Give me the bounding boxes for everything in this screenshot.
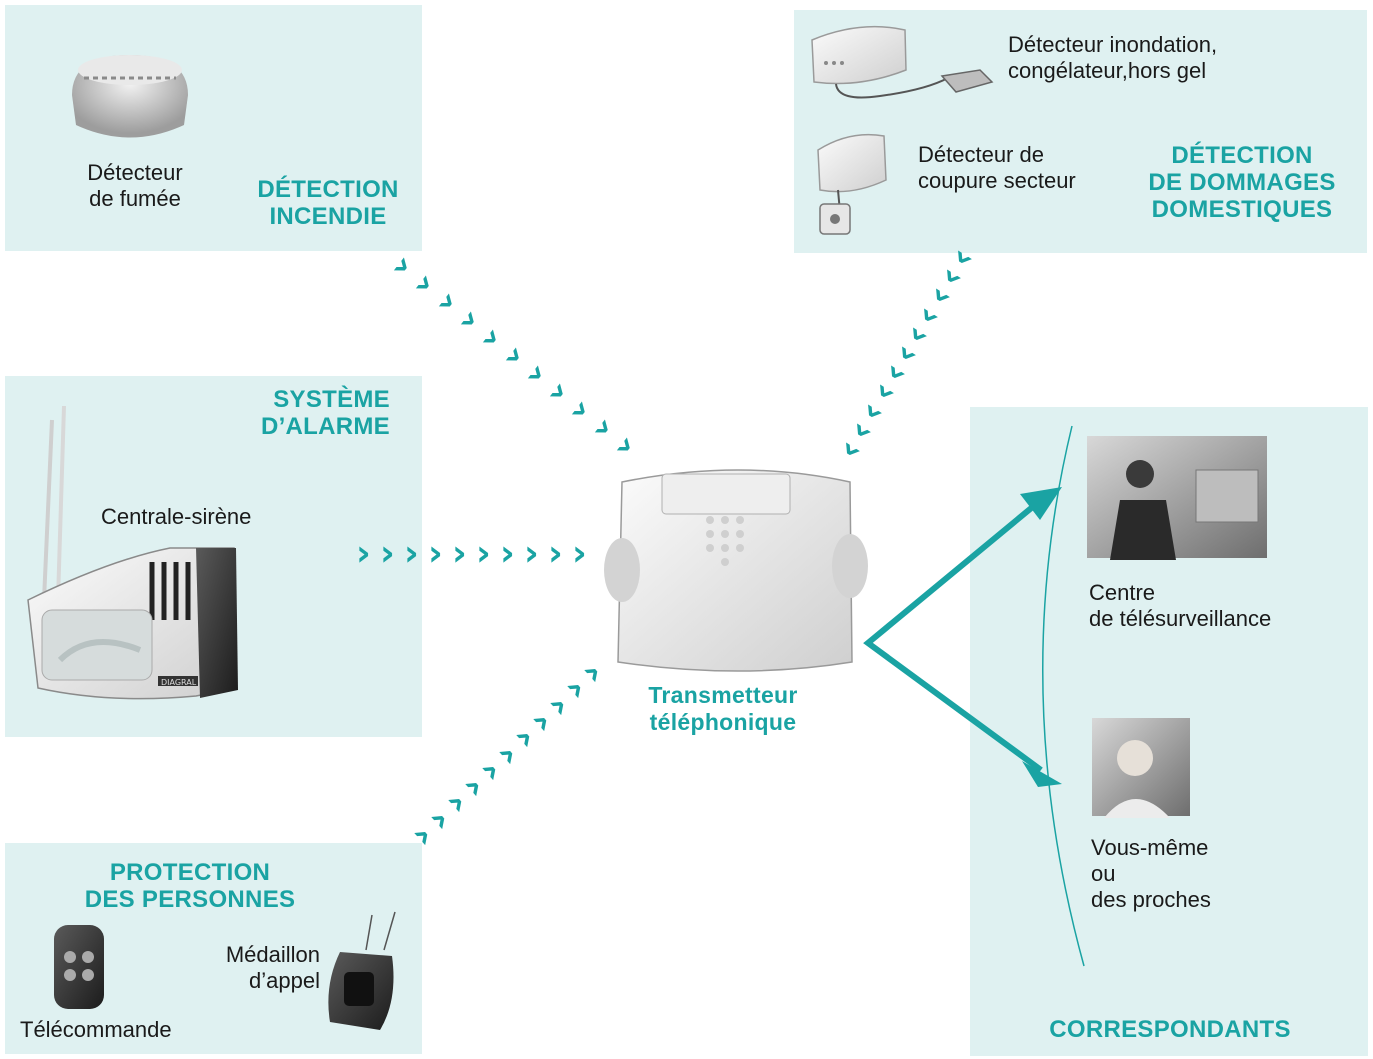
power-cut-detector-image (817, 133, 887, 235)
arrow-head-icon (1022, 761, 1062, 787)
output-arrows (863, 497, 1043, 773)
relatives-label: Vous-même ou des proches (1091, 835, 1211, 912)
chevron-icon: › (548, 533, 563, 574)
smoke-detector-label: Détecteur de fumée (87, 160, 183, 211)
fire-detection-title: DÉTECTION INCENDIE (257, 176, 399, 230)
alarm-system-title: SYSTÈME D’ALARME (260, 386, 390, 440)
central-siren-label: Centrale-sirène (101, 504, 252, 529)
flood-detector-label: Détecteur inondation, congélateur,hors g… (1008, 32, 1218, 83)
correspondents-title: CORRESPONDANTS (1049, 1016, 1291, 1043)
damage-detection-title: DÉTECTION DE DOMMAGES DOMESTIQUES (1148, 142, 1336, 223)
monitoring-centre-photo (1087, 436, 1267, 560)
central-siren-image: DIAGRAL (27, 405, 238, 700)
chevron-icon: › (356, 533, 371, 574)
monitoring-centre-label: Centre de télésurveillance (1089, 580, 1272, 631)
transmitter-title: Transmetteur téléphonique (648, 682, 798, 735)
power-cut-detector-label: Détecteur de coupure secteur (918, 142, 1076, 193)
remote-control-image (54, 925, 104, 1009)
brand-badge: DIAGRAL (161, 678, 197, 687)
fire-detection-panel (5, 5, 422, 251)
chevron-icon: › (428, 533, 443, 574)
chevron-icon: › (404, 533, 419, 574)
chevron-icon: › (476, 533, 491, 574)
personal-protection-title: PROTECTION DES PERSONNES (84, 859, 296, 913)
arrow-head-icon (1020, 487, 1062, 520)
chevron-icon: › (380, 533, 395, 574)
transmitter-device-image (604, 469, 868, 672)
medallion-image (328, 911, 396, 1030)
relatives-photo (1092, 718, 1190, 818)
chevron-icon: › (452, 533, 467, 574)
flood-detector-image (811, 25, 994, 99)
chevron-icon: › (500, 533, 515, 574)
remote-control-label: Télécommande (20, 1017, 172, 1042)
chevron-icon: › (572, 533, 587, 574)
smoke-detector-image (72, 55, 188, 138)
chevron-icon: › (524, 533, 539, 574)
medallion-label: Médaillon d’appel (225, 942, 320, 993)
separator-curve (1041, 425, 1085, 967)
